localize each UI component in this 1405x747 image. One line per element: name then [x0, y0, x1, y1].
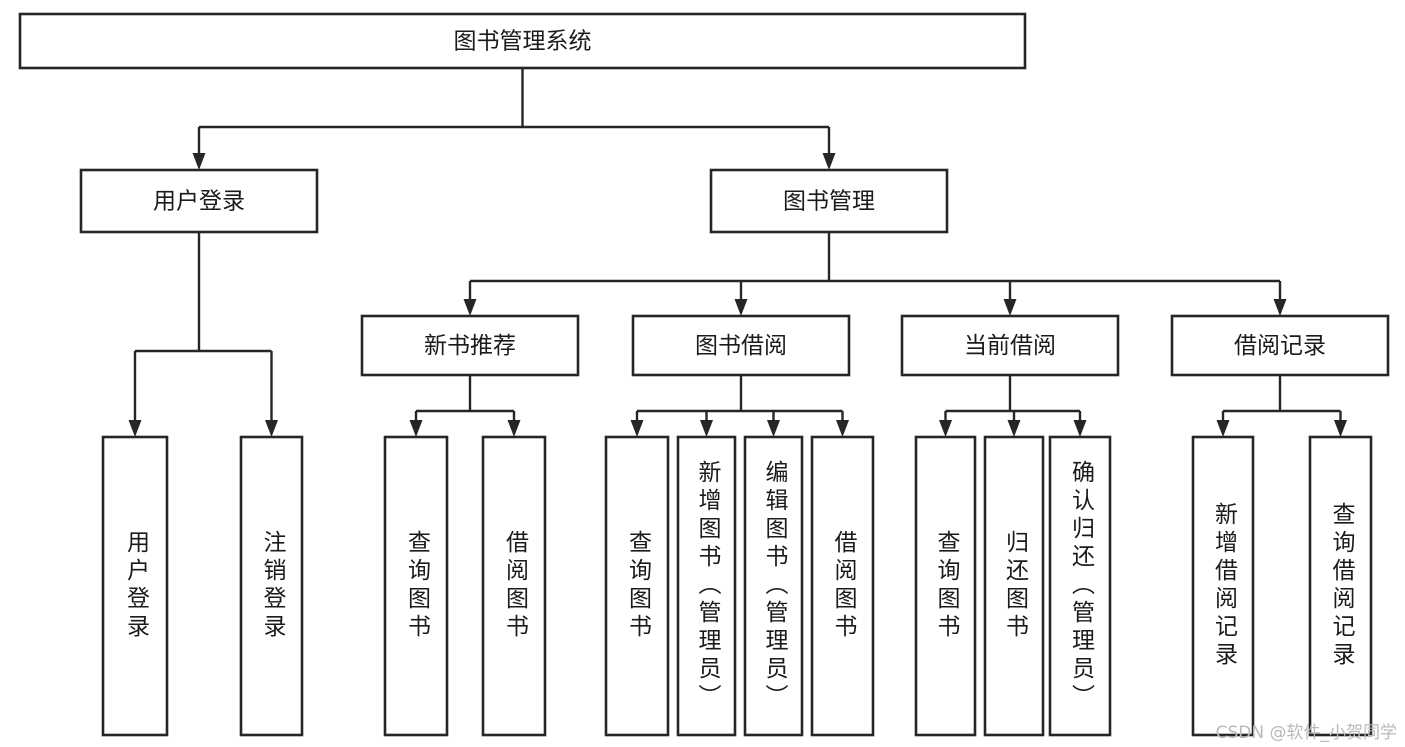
node-leaf-add-book[interactable]: 新增图书（管理员） [676, 435, 737, 737]
arrow-head-icon [734, 299, 748, 316]
node-leaf-add-record[interactable]: 新增借阅记录 [1191, 435, 1255, 737]
node-new-book-rec[interactable]: 新书推荐 [360, 314, 580, 377]
node-box [900, 314, 1120, 377]
node-box [914, 435, 977, 737]
connector-layer [128, 68, 1347, 437]
node-box [810, 435, 875, 737]
node-box [18, 12, 1027, 70]
node-user-login[interactable]: 用户登录 [79, 168, 319, 234]
node-leaf-query-book-3[interactable]: 查询图书 [914, 435, 977, 737]
node-book-manage[interactable]: 图书管理 [709, 168, 949, 234]
node-box [383, 435, 449, 737]
node-label: 归还图书 [1002, 530, 1030, 642]
node-label: 编辑图书（管理员） [761, 460, 789, 712]
node-label: 确认归还（管理员） [1068, 460, 1096, 712]
node-box [360, 314, 580, 377]
arrow-head-icon [1273, 299, 1287, 316]
node-label: 图书管理系统 [454, 29, 592, 55]
node-label: 注销登录 [259, 530, 287, 642]
node-box [481, 435, 547, 737]
arrow-head-icon [507, 420, 521, 437]
node-box [1048, 435, 1112, 737]
arrow-head-icon [836, 420, 849, 437]
node-box [709, 168, 949, 234]
node-box [1308, 435, 1373, 737]
node-leaf-query-record[interactable]: 查询借阅记录 [1308, 435, 1373, 737]
arrow-head-icon [700, 420, 713, 437]
node-label: 借阅图书 [502, 530, 530, 642]
node-leaf-query-book-2[interactable]: 查询图书 [604, 435, 670, 737]
node-label: 图书管理 [783, 189, 875, 215]
node-leaf-borrow-book-2[interactable]: 借阅图书 [810, 435, 875, 737]
node-label: 查询图书 [933, 530, 961, 642]
node-label: 借阅图书 [830, 530, 858, 642]
node-borrow-record[interactable]: 借阅记录 [1170, 314, 1390, 377]
node-box [631, 314, 851, 377]
node-leaf-user-login[interactable]: 用户登录 [101, 435, 169, 737]
node-label: 查询图书 [625, 530, 653, 642]
node-box [604, 435, 670, 737]
node-box [239, 435, 304, 737]
node-label: 用户登录 [123, 530, 151, 642]
arrow-head-icon [1003, 299, 1017, 316]
node-label: 借阅记录 [1234, 333, 1326, 359]
node-box [983, 435, 1045, 737]
arrow-head-icon [409, 420, 423, 437]
arrow-head-icon [265, 420, 278, 437]
node-box [79, 168, 319, 234]
arrow-head-icon [1073, 420, 1087, 437]
arrow-head-icon [767, 420, 780, 437]
node-layer: 图书管理系统用户登录图书管理新书推荐图书借阅当前借阅借阅记录用户登录注销登录查询… [18, 12, 1390, 737]
node-book-borrow[interactable]: 图书借阅 [631, 314, 851, 377]
arrow-head-icon [463, 299, 477, 316]
arrow-head-icon [128, 420, 142, 437]
arrow-head-icon [630, 420, 644, 437]
node-box [1191, 435, 1255, 737]
node-root[interactable]: 图书管理系统 [18, 12, 1027, 70]
node-box [676, 435, 737, 737]
arrow-head-icon [192, 153, 206, 170]
node-box [1170, 314, 1390, 377]
node-label: 当前借阅 [964, 333, 1056, 359]
node-leaf-edit-book[interactable]: 编辑图书（管理员） [743, 435, 804, 737]
arrow-head-icon [1007, 420, 1021, 437]
node-label: 查询图书 [404, 530, 432, 642]
node-label: 新增图书（管理员） [694, 460, 722, 712]
node-leaf-borrow-book-1[interactable]: 借阅图书 [481, 435, 547, 737]
node-leaf-confirm-return[interactable]: 确认归还（管理员） [1048, 435, 1112, 737]
node-box [101, 435, 169, 737]
node-leaf-query-book-1[interactable]: 查询图书 [383, 435, 449, 737]
node-label: 用户登录 [153, 189, 245, 215]
arrow-head-icon [939, 420, 952, 437]
node-label: 查询借阅记录 [1328, 502, 1356, 670]
node-leaf-logout[interactable]: 注销登录 [239, 435, 304, 737]
node-box [743, 435, 804, 737]
node-label: 新书推荐 [424, 333, 516, 359]
node-label: 图书借阅 [695, 333, 787, 359]
arrow-head-icon [1334, 420, 1347, 437]
node-label: 新增借阅记录 [1211, 502, 1239, 670]
arrow-head-icon [1216, 420, 1230, 437]
arrow-head-icon [822, 153, 836, 170]
node-leaf-return-book[interactable]: 归还图书 [983, 435, 1045, 737]
node-current-borrow[interactable]: 当前借阅 [900, 314, 1120, 377]
